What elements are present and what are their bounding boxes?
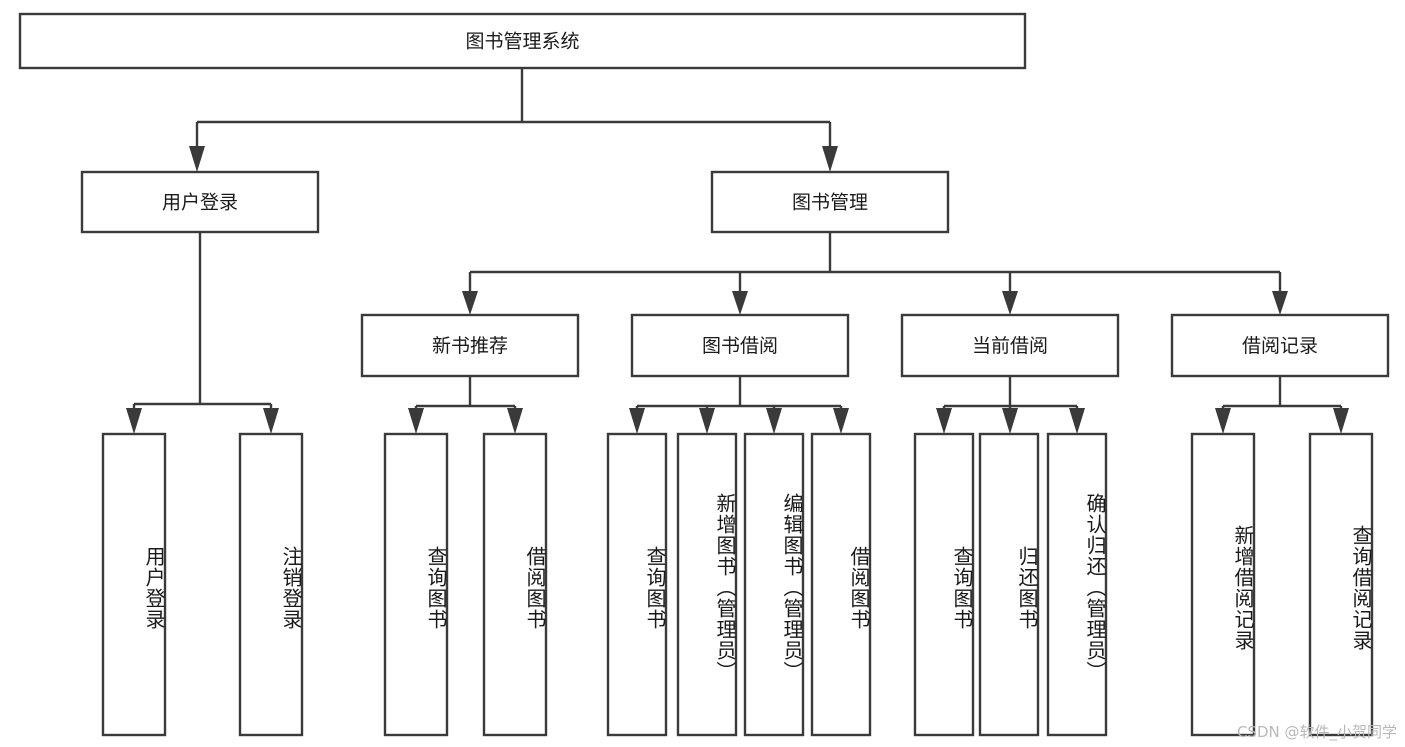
node-box-new-book-rec[interactable]: [360, 313, 580, 378]
arrow-head-cb-query-book: [936, 408, 952, 434]
node-box-borrow-record[interactable]: [1170, 313, 1390, 378]
arrow-head-current-borrow: [1002, 291, 1018, 315]
arrow-head-bb-query-book: [629, 408, 645, 434]
arrow-head-borrow-record: [1272, 291, 1288, 315]
arrow-head-book-manage: [822, 146, 838, 172]
arrow-head-bb-edit-book: [766, 408, 782, 434]
node-label-root: 图书管理系统: [465, 31, 579, 53]
arrow-head-new-book-rec: [462, 291, 478, 315]
node-boxes-layer: [18, 12, 1390, 737]
arrow-head-bb-add-book: [699, 408, 715, 434]
connector-group-user-login: [126, 232, 279, 434]
node-label-current-borrow: 当前借阅: [972, 335, 1048, 357]
node-box-leaf-bb-query-book[interactable]: [606, 432, 668, 737]
connector-group-borrow-record: [1215, 376, 1349, 434]
node-box-current-borrow[interactable]: [900, 313, 1120, 378]
node-box-leaf-rec-query-book[interactable]: [383, 432, 449, 737]
node-box-leaf-br-query-record[interactable]: [1308, 432, 1374, 737]
arrow-head-cb-confirm-return: [1069, 408, 1085, 434]
node-box-root[interactable]: [18, 12, 1027, 70]
node-box-leaf-cb-query-book[interactable]: [913, 432, 975, 737]
node-label-book-borrow: 图书借阅: [702, 335, 778, 357]
node-box-leaf-bb-borrow-book[interactable]: [810, 432, 872, 737]
connector-group-book-manage: [462, 232, 1288, 315]
node-box-leaf-bb-edit-book[interactable]: [743, 432, 805, 737]
connector-group-new-book-rec: [408, 376, 523, 434]
arrow-head-rec-borrow-book: [507, 408, 523, 434]
arrow-head-leaf-user-login: [126, 408, 142, 434]
node-box-leaf-cb-confirm-return[interactable]: [1046, 432, 1108, 737]
node-box-leaf-br-add-record[interactable]: [1190, 432, 1256, 737]
node-box-leaf-bb-add-book[interactable]: [676, 432, 738, 737]
node-label-user-login: 用户登录: [162, 192, 238, 214]
node-box-leaf-user-logout[interactable]: [238, 432, 304, 737]
arrow-head-cb-return-book: [1002, 408, 1018, 434]
node-box-book-borrow[interactable]: [630, 313, 850, 378]
arrow-head-book-borrow: [732, 291, 748, 315]
arrow-head-leaf-user-logout: [263, 408, 279, 434]
arrow-head-br-query-record: [1333, 408, 1349, 434]
node-label-borrow-record: 借阅记录: [1242, 335, 1318, 357]
arrow-head-rec-query-book: [408, 408, 424, 434]
node-box-user-login[interactable]: [80, 170, 320, 234]
connector-group-current-borrow: [936, 376, 1085, 434]
node-label-new-book-rec: 新书推荐: [432, 335, 508, 357]
node-label-book-manage: 图书管理: [792, 192, 868, 214]
connector-group-book-borrow: [629, 376, 849, 434]
node-box-leaf-cb-return-book[interactable]: [978, 432, 1040, 737]
arrow-head-br-add-record: [1215, 408, 1231, 434]
watermark-text: CSDN @软件_小贺同学: [1236, 723, 1397, 741]
arrow-head-bb-borrow-book: [833, 408, 849, 434]
node-box-leaf-rec-borrow-book[interactable]: [482, 432, 548, 737]
node-box-book-manage[interactable]: [710, 170, 950, 234]
arrow-head-user-login: [189, 146, 205, 172]
connector-group-root: [189, 68, 838, 172]
node-box-leaf-user-login[interactable]: [101, 432, 167, 737]
